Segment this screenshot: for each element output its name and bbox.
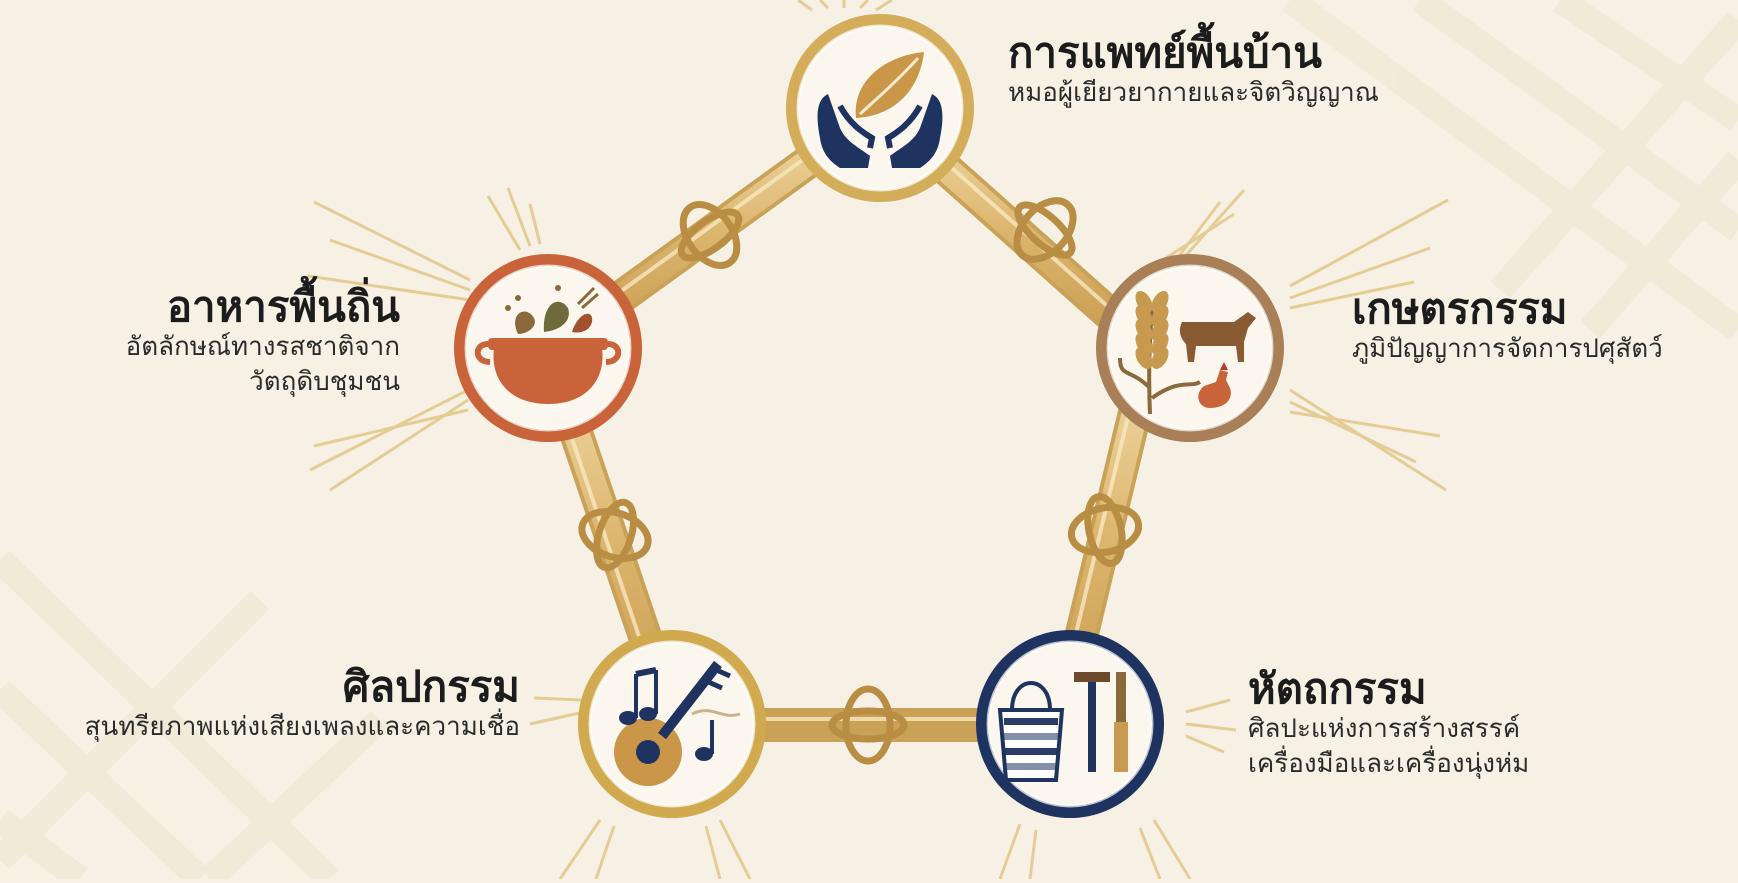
node-title: การแพทย์พื้นบ้าน [1008, 28, 1322, 77]
node-label-arts: ศิลปกรรม สุนทรียภาพแห่งเสียงเพลงและความเ… [85, 662, 520, 745]
cooking-pot-icon [474, 285, 622, 404]
node-subtitle: ศิลปะแห่งการสร้างสรรค์ เครื่องมือและเครื… [1248, 712, 1529, 782]
knot-bottom [828, 685, 908, 765]
knot-top-right [1013, 197, 1077, 263]
rice-cow-chicken-icon [1118, 291, 1256, 415]
node-subtitle: สุนทรียภาพแห่งเสียงเพลงและความเชื่อ [85, 710, 520, 745]
node-circles [454, 14, 1284, 818]
node-subtitle-line: เครื่องมือและเครื่องนุ่งห่ม [1248, 749, 1530, 780]
node-subtitle-line: สุนทรียภาพแห่งเสียงเพลงและความเชื่อ [84, 712, 520, 743]
node-subtitle-line: วัตถุดิบชุมชน [249, 367, 400, 398]
basket-tools-icon [997, 672, 1128, 782]
knot-top-left [677, 201, 743, 269]
node-arts [578, 630, 766, 818]
node-subtitle-line: หมอผู้เยียวยากายและจิตวิญญาณ [1008, 78, 1379, 109]
node-title: เกษตรกรรม [1352, 284, 1568, 333]
node-title: อาหารพื้นถิ่น [166, 282, 400, 331]
node-subtitle-line: ศิลปะแห่งการสร้างสรรค์ [1248, 714, 1521, 745]
node-medicine [786, 14, 974, 202]
knot-left [578, 498, 652, 572]
node-title: ศิลปกรรม [342, 662, 520, 711]
node-food [454, 254, 642, 442]
node-label-food: อาหารพื้นถิ่น อัตลักษณ์ทางรสชาติจาก วัตถ… [126, 282, 400, 400]
node-label-craft: หัตถกรรม ศิลปะแห่งการสร้างสรรค์ เครื่องม… [1248, 664, 1529, 782]
node-subtitle-line: ภูมิปัญญาการจัดการปศุสัตว์ [1352, 334, 1663, 365]
node-craft [976, 630, 1164, 818]
node-agriculture [1096, 254, 1284, 442]
hands-leaf-icon [817, 52, 943, 168]
knot-right [1067, 493, 1143, 567]
node-label-medicine: การแพทย์พื้นบ้าน หมอผู้เยียวยากายและจิตว… [1008, 28, 1379, 111]
node-label-agriculture: เกษตรกรรม ภูมิปัญญาการจัดการปศุสัตว์ [1352, 284, 1663, 367]
node-subtitle: อัตลักษณ์ทางรสชาติจาก วัตถุดิบชุมชน [126, 330, 400, 400]
node-subtitle: ภูมิปัญญาการจัดการปศุสัตว์ [1352, 332, 1663, 367]
radiating-rays [307, 0, 1449, 880]
woven-knots [578, 197, 1143, 765]
node-title: หัตถกรรม [1248, 664, 1427, 713]
node-subtitle: หมอผู้เยียวยากายและจิตวิญญาณ [1008, 76, 1379, 111]
lute-music-icon [614, 660, 741, 786]
node-subtitle-line: อัตลักษณ์ทางรสชาติจาก [125, 332, 400, 363]
